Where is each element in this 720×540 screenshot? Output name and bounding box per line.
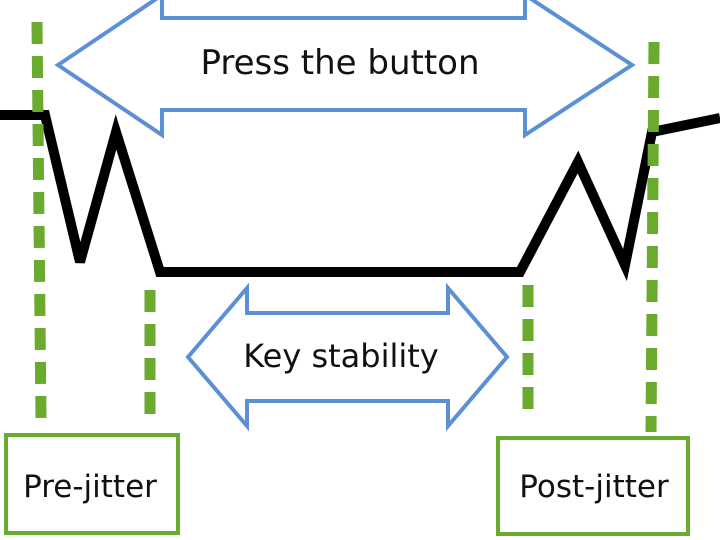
pre-jitter-box xyxy=(4,433,180,535)
post-jitter-box xyxy=(496,436,690,536)
pre-jitter-start-marker xyxy=(31,21,47,421)
post-jitter-label: Post-jitter xyxy=(519,469,669,505)
post-jitter-end-marker xyxy=(645,41,660,433)
signal-waveform xyxy=(0,110,720,282)
press-the-button-label: Press the button xyxy=(200,43,479,83)
key-stability-label: Key stability xyxy=(243,337,438,375)
press-duration-arrow xyxy=(54,0,636,139)
pre-jitter-label: Pre-jitter xyxy=(23,469,157,505)
key-stability-arrow xyxy=(185,282,510,432)
